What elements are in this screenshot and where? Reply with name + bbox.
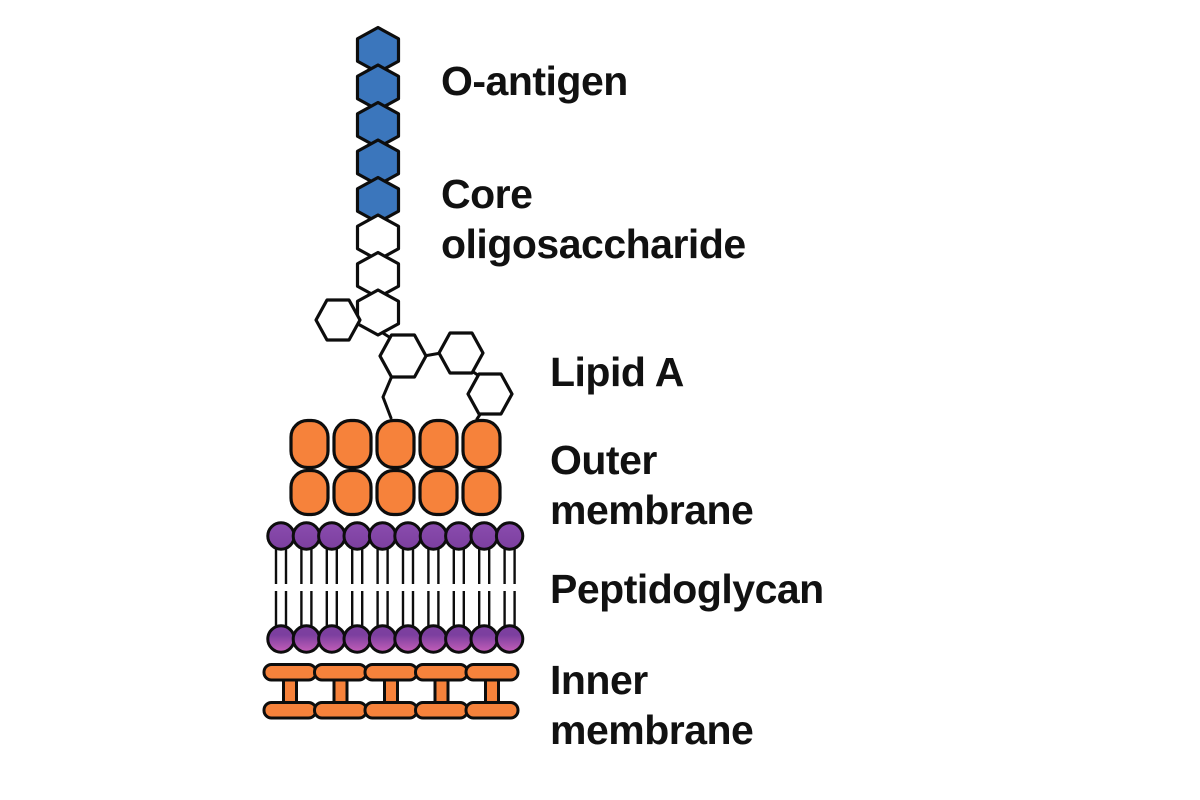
inner-membrane-unit — [313, 663, 368, 720]
lipid-head-circle — [291, 624, 322, 654]
core-branch-sugar-hexagon — [314, 298, 362, 342]
lipid-a-acyl-chain-line — [381, 375, 393, 420]
inner-membrane-bottom-bar — [313, 701, 368, 720]
outer-membrane-lipid — [461, 418, 502, 470]
lipid-a-label: Lipid A — [550, 349, 684, 395]
inner-membrane-top-bar — [313, 663, 368, 682]
inner-membrane-unit — [262, 663, 318, 720]
lipid-head-circle — [367, 521, 398, 551]
lipid-head-circle — [342, 624, 372, 654]
outer-membrane-lipid — [375, 418, 416, 470]
core-branch-sugar-hexagon — [378, 333, 428, 379]
lipid-head-circle — [393, 521, 423, 551]
lipid-head-circle — [367, 624, 398, 654]
inner-membrane-label: Inner membrane — [550, 657, 754, 753]
inner-membrane-unit — [464, 663, 520, 720]
inner-membrane-top-bar — [262, 663, 318, 682]
lipid-head-circle — [342, 521, 372, 551]
lipid-head-circle — [494, 521, 525, 551]
outer-membrane-lipid — [418, 418, 459, 470]
outer-membrane-layer — [289, 418, 502, 517]
o-antigen-label: O-antigen — [441, 58, 628, 104]
core-branch-sugar-hexagon — [437, 331, 485, 375]
lipid-head-circle — [317, 624, 347, 654]
inner-membrane-bottom-bar — [414, 701, 469, 720]
inner-membrane-top-bar — [414, 663, 469, 682]
lipid-head-circle — [444, 521, 474, 551]
inner-membrane-layer — [262, 663, 520, 720]
lipid-head-circle — [469, 521, 499, 551]
o-antigen-chain — [355, 25, 401, 225]
lipid-head-circle — [494, 624, 525, 654]
lipid-head-circle — [291, 521, 322, 551]
outer-membrane-lipid — [289, 468, 330, 517]
inner-membrane-bottom-bar — [262, 701, 318, 720]
inner-membrane-top-bar — [363, 663, 419, 682]
outer-membrane-label: Outer membrane — [550, 437, 754, 533]
core-oligosaccharide-label: Core oligosaccharide — [441, 171, 746, 267]
lipid-head-circle — [317, 521, 347, 551]
lipid-head-circle — [418, 624, 449, 654]
inner-membrane-unit — [414, 663, 469, 720]
inner-membrane-top-bar — [464, 663, 520, 682]
core-oligosaccharide-cluster — [314, 213, 514, 421]
core-branch-sugar-hexagon — [466, 372, 514, 416]
lipid-head-circle — [469, 624, 499, 654]
lipid-head-circle — [393, 624, 423, 654]
outer-membrane-lipid — [461, 468, 502, 517]
outer-membrane-lipid — [418, 468, 459, 517]
peptidoglycan-label: Peptidoglycan — [550, 566, 824, 612]
core-sugar-hexagon — [355, 288, 401, 337]
inner-membrane-bottom-bar — [363, 701, 419, 720]
lipid-head-circle — [418, 521, 449, 551]
outer-membrane-lipid — [289, 418, 330, 470]
peptidoglycan-layer — [266, 521, 525, 654]
outer-membrane-lipid — [375, 468, 416, 517]
outer-membrane-lipid — [332, 468, 373, 517]
lipid-head-circle — [266, 624, 296, 654]
inner-membrane-bottom-bar — [464, 701, 520, 720]
lipid-head-circle — [444, 624, 474, 654]
inner-membrane-unit — [363, 663, 419, 720]
lipid-head-circle — [266, 521, 296, 551]
outer-membrane-lipid — [332, 418, 373, 470]
